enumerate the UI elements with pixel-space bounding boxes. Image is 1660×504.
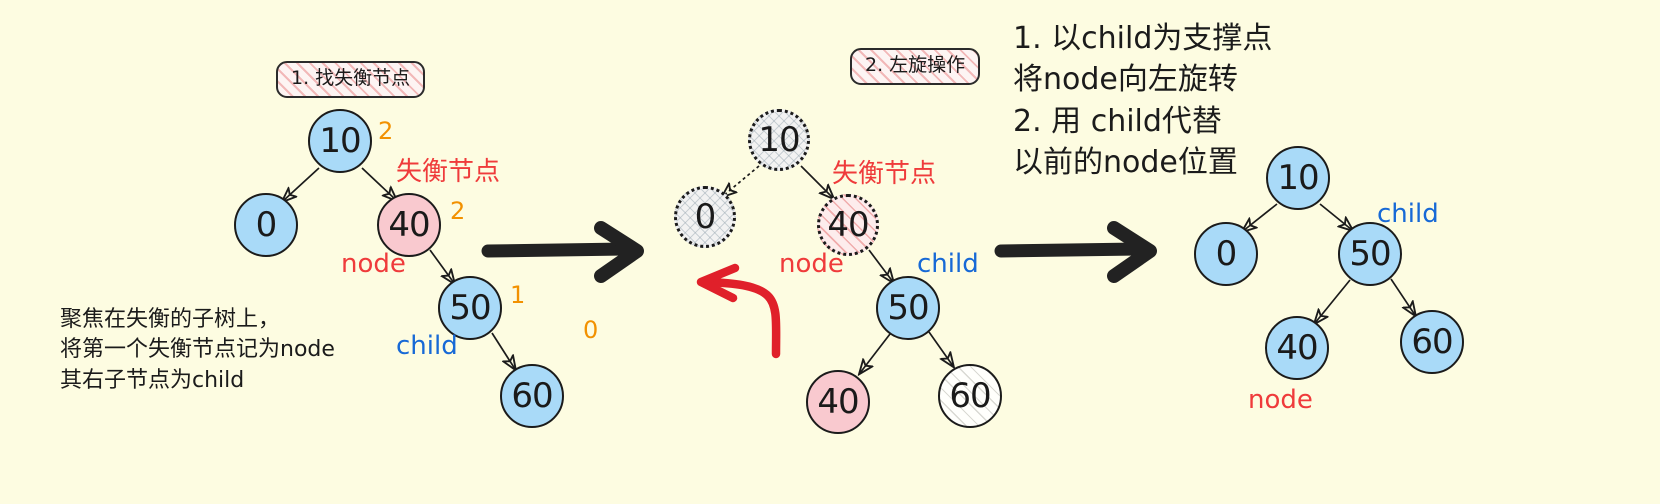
edge-50-40-r xyxy=(1315,279,1351,323)
tree-node-40-ghost-p2[interactable]: 40 xyxy=(817,194,879,256)
label-unbalanced-p2: 失衡节点 xyxy=(832,159,937,189)
height-label-60-p1: 0 xyxy=(583,316,599,344)
edge-10-0-r xyxy=(1243,203,1278,231)
edge-50-60 xyxy=(491,332,515,369)
tree-node-40-p3[interactable]: 40 xyxy=(1265,316,1329,380)
label-node-p1: node xyxy=(341,249,406,279)
label-unbalanced-p1: 失衡节点 xyxy=(396,157,501,187)
edge-10-40 xyxy=(361,167,396,200)
edge-40-50 xyxy=(429,249,454,283)
tree-node-40-p2[interactable]: 40 xyxy=(806,370,870,434)
edge-50-60 xyxy=(928,331,953,366)
rotate-left-arrow xyxy=(696,263,781,359)
tree-node-10-p3[interactable]: 10 xyxy=(1266,146,1330,210)
step-badge-2: 2. 左旋操作 xyxy=(850,48,981,85)
edge-10-0 xyxy=(283,167,320,201)
edge-g10-g40 xyxy=(800,165,833,198)
tree-node-50-p3[interactable]: 50 xyxy=(1338,222,1402,286)
edge-50-60-r xyxy=(1390,278,1415,315)
tree-node-0-p3[interactable]: 0 xyxy=(1194,222,1258,286)
tree-node-50-p2[interactable]: 50 xyxy=(876,276,940,340)
label-node-p2: node xyxy=(779,249,844,279)
caption-panel-1: 聚焦在失衡的子树上， 将第一个失衡节点记为node 其右子节点为child xyxy=(60,307,335,393)
flow-arrow-2 xyxy=(994,221,1157,283)
tree-node-0-p2[interactable]: 0 xyxy=(674,186,736,248)
tree-node-10-p2[interactable]: 10 xyxy=(748,109,810,171)
tree-node-0-p1[interactable]: 0 xyxy=(234,193,298,257)
label-child-p3: child xyxy=(1377,199,1439,229)
tree-node-60-p3[interactable]: 60 xyxy=(1400,310,1464,374)
tree-node-10-p1[interactable]: 10 xyxy=(308,109,372,173)
edge-g40-50 xyxy=(868,249,893,282)
height-label-50-p1: 1 xyxy=(510,281,526,309)
edge-g10-g0 xyxy=(723,165,760,196)
height-label-40-p1: 2 xyxy=(450,197,466,225)
edge-10-50-r xyxy=(1319,203,1352,230)
edge-50-40 xyxy=(860,333,891,373)
label-child-p1: child xyxy=(396,331,458,361)
flow-arrow-1 xyxy=(481,221,644,283)
tree-node-40-p1[interactable]: 40 xyxy=(377,193,441,257)
label-node-p3: node xyxy=(1248,385,1313,415)
tree-node-50-p1[interactable]: 50 xyxy=(438,276,502,340)
height-label-10-p1: 2 xyxy=(378,117,394,145)
label-child-p2: child xyxy=(917,249,979,279)
instruction-text: 1. 以child为支撑点 将node向左旋转 2. 用 child代替 以前的… xyxy=(1013,21,1273,181)
tree-node-60-p1[interactable]: 60 xyxy=(500,364,564,428)
tree-node-60-p2[interactable]: 60 xyxy=(938,364,1002,428)
step-badge-1: 1. 找失衡节点 xyxy=(276,61,426,98)
